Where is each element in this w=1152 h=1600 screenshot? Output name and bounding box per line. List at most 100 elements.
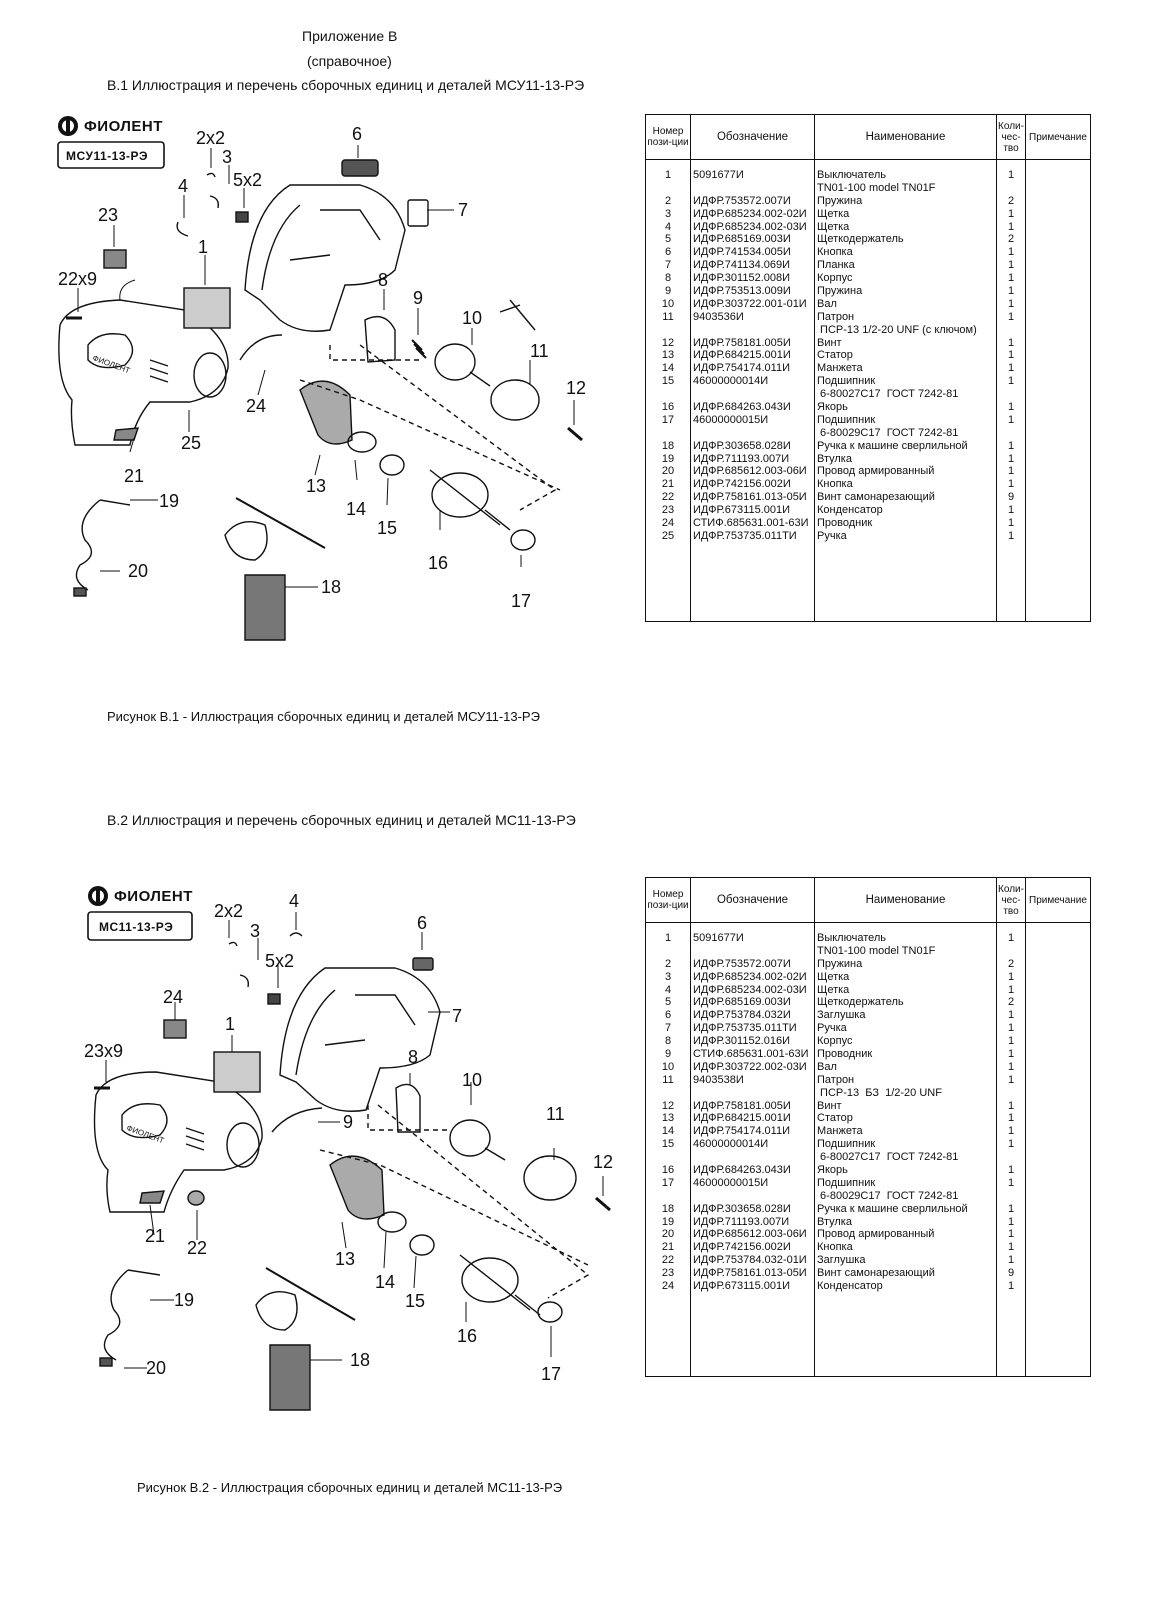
name-cell: Щетка xyxy=(817,970,850,983)
designation-cell xyxy=(693,945,812,958)
brand-logo: ФИОЛЕНТ xyxy=(88,886,192,906)
callout-label: 17 xyxy=(541,1364,561,1384)
quantity-cell: 1 xyxy=(1007,1241,1015,1254)
position-cell: 16 xyxy=(661,1164,675,1177)
position-cell: 10 xyxy=(661,1060,675,1073)
name-cell: Подшипник xyxy=(817,1138,876,1151)
name-cell: Винт xyxy=(817,1099,842,1112)
name-cell: Вал xyxy=(817,297,837,310)
callout-label: 7 xyxy=(458,200,468,220)
column-header: Обозначение xyxy=(690,114,815,160)
designation-cell: ИДФР.754174.011И xyxy=(693,362,790,375)
designation-cell: ИДФР.685234.002-03И xyxy=(693,220,807,233)
figure-1-drawing: ФИОЛЕНТ МСУ11-13-РЭ ФИОЛЕНТ xyxy=(0,0,640,700)
designation-cell: 5091677И xyxy=(693,932,744,944)
name-cell: Планка xyxy=(817,259,855,272)
callout-label: 15 xyxy=(405,1291,425,1311)
quantity-cell: 1 xyxy=(1007,246,1015,259)
designation-cell: ИДФР.684215.001И xyxy=(693,349,791,362)
position-cell: 23 xyxy=(661,504,675,517)
callout-label: 21 xyxy=(145,1226,165,1246)
position-cell: 22 xyxy=(661,491,675,504)
designation-cell: ИДФР.753735.011ТИ xyxy=(693,1022,797,1035)
column-header: Наименование xyxy=(814,877,997,923)
brand-logo: ФИОЛЕНТ xyxy=(58,116,162,136)
quantity-cell xyxy=(999,1190,1023,1203)
quantity-cell: 1 xyxy=(1007,349,1015,362)
position-cell xyxy=(648,182,688,195)
callout-label: 21 xyxy=(124,466,144,486)
quantity-cell: 1 xyxy=(1007,259,1015,272)
designation-cell: ИДФР.753572.007И xyxy=(693,194,791,207)
quantity-cell xyxy=(999,945,1023,958)
name-cell: Корпус xyxy=(817,1035,853,1048)
name-cell: Корпус xyxy=(817,272,853,285)
designation-cell: ИДФР.753784.032-01И xyxy=(693,1254,807,1267)
position-cell: 13 xyxy=(661,349,675,362)
position-cell: 17 xyxy=(661,1176,675,1189)
quantity-cell: 1 xyxy=(1007,336,1015,349)
position-cell: 7 xyxy=(664,259,672,272)
designation-cell: ИДФР.301152.016И xyxy=(693,1035,790,1048)
quantity-cell: 1 xyxy=(1007,504,1015,517)
name-cell: Заглушка xyxy=(817,1254,866,1267)
quantity-cell: 1 xyxy=(1007,529,1015,542)
quantity-cell: 1 xyxy=(1007,413,1015,426)
callout-label: 9 xyxy=(413,288,423,308)
position-cell: 10 xyxy=(661,297,675,310)
quantity-cell: 1 xyxy=(1007,452,1015,465)
position-cell: 11 xyxy=(662,310,674,323)
name-cell: Подшипник xyxy=(817,375,876,388)
designation-cell xyxy=(693,182,812,195)
name-cell: Кнопка xyxy=(817,478,853,491)
name-cell: Щеткодержатель xyxy=(817,233,904,246)
quantity-cell: 1 xyxy=(1007,983,1015,996)
name-cell: Кнопка xyxy=(817,246,853,259)
callout-label: 13 xyxy=(335,1249,355,1269)
designation-cell: ИДФР.673115.001И xyxy=(693,504,790,517)
designation-cell: ИДФР.685612.003-06И xyxy=(693,465,807,478)
callout-label: 4 xyxy=(289,891,299,911)
callout-label: 23х9 xyxy=(84,1041,123,1061)
quantity-cell: 1 xyxy=(1007,285,1015,298)
callout-label: 19 xyxy=(174,1290,194,1310)
column-header: Примечание xyxy=(1025,114,1091,160)
designation-cell: ИДФР.673115.001И xyxy=(693,1280,790,1293)
column-header: Номер пози-ции xyxy=(645,877,691,923)
position-cell: 25 xyxy=(661,529,675,542)
quantity-cell: 9 xyxy=(1007,491,1015,504)
column-header: Примечание xyxy=(1025,877,1091,923)
name-cell: Манжета xyxy=(817,362,863,375)
position-cell: 14 xyxy=(661,362,675,375)
position-cell xyxy=(648,1190,688,1203)
quantity-cell: 1 xyxy=(1007,1138,1015,1151)
callout-label: 19 xyxy=(159,491,179,511)
position-cell: 19 xyxy=(661,1215,675,1228)
position-cell: 15 xyxy=(661,1138,675,1151)
quantity-cell: 1 xyxy=(1007,169,1015,181)
quantity-cell: 1 xyxy=(1007,970,1015,983)
name-cell: Винт xyxy=(817,336,842,349)
quantity-cell: 1 xyxy=(1007,1215,1015,1228)
position-cell: 24 xyxy=(661,517,675,530)
appendix-title: Приложение В xyxy=(302,28,398,44)
designation-cell: 46000000014И xyxy=(693,375,769,388)
quantity-cell: 2 xyxy=(1007,233,1015,246)
position-cell: 12 xyxy=(661,336,675,349)
position-cell: 1 xyxy=(664,169,672,181)
drill-body-logo: ФИОЛЕНТ xyxy=(91,353,131,375)
position-cell: 22 xyxy=(661,1254,675,1267)
callout-label: 1 xyxy=(225,1014,235,1034)
column-header: Номер пози-ции xyxy=(645,114,691,160)
name-cell: TN01-100 model TN01F xyxy=(817,181,936,194)
quantity-cell: 1 xyxy=(1007,362,1015,375)
callout-label: 18 xyxy=(350,1350,370,1370)
designation-cell: ИДФР.685234.002-02И xyxy=(693,207,807,220)
model-label: МСУ11-13-РЭ xyxy=(66,149,148,163)
position-cell: 1 xyxy=(664,932,672,944)
callout-label: 11 xyxy=(530,341,549,361)
name-cell: Винт самонарезающий xyxy=(817,491,935,504)
quantity-cell xyxy=(999,388,1023,401)
designation-cell: ИДФР.685169.003И xyxy=(693,996,791,1009)
designation-cell: ИДФР.742156.002И xyxy=(693,478,791,491)
